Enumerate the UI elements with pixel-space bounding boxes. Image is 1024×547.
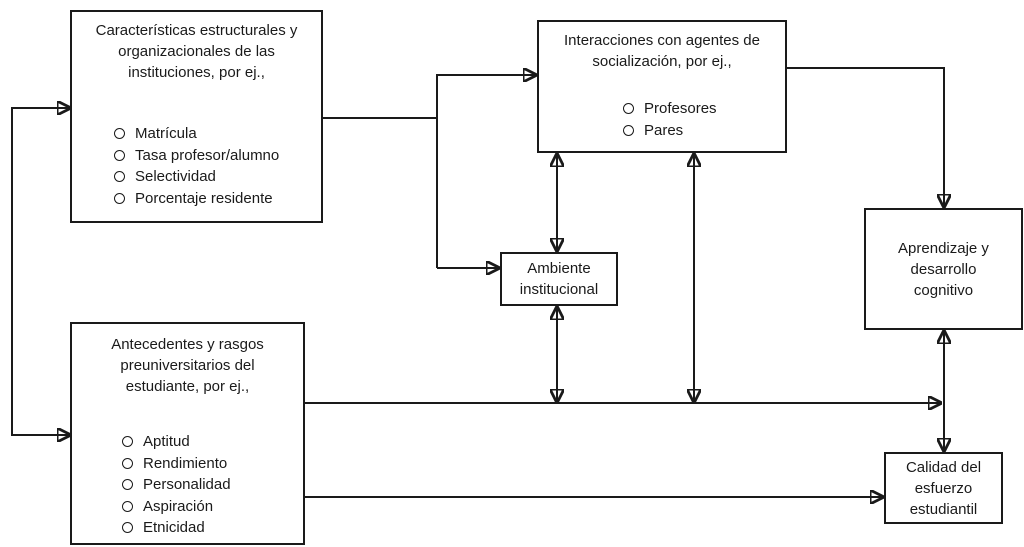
box-learning-cognitive-development: Aprendizaje y desarrollo cognitivo xyxy=(864,208,1023,330)
list-item: Personalidad xyxy=(122,474,303,496)
box-title: Ambiente institucional xyxy=(520,258,598,300)
bullet-list: Profesores Pares xyxy=(623,98,785,141)
list-item-label: Pares xyxy=(644,121,684,139)
circle-bullet-icon xyxy=(122,457,133,469)
list-item-label: Selectividad xyxy=(135,168,216,186)
list-item-label: Etnicidad xyxy=(143,519,205,537)
connector-institutions-to-interactions xyxy=(436,75,535,268)
circle-bullet-icon xyxy=(623,124,634,136)
list-item: Etnicidad xyxy=(122,517,303,539)
box-title: Calidad del esfuerzo estudiantil xyxy=(906,457,981,520)
box-quality-of-student-effort: Calidad del esfuerzo estudiantil xyxy=(884,452,1003,524)
title-line: Características estructurales y xyxy=(95,22,298,39)
list-item-label: Tasa profesor/alumno xyxy=(135,146,280,164)
bullet-list: Aptitud Rendimiento Personalidad Aspirac… xyxy=(122,431,303,539)
list-item: Aspiración xyxy=(122,496,303,518)
title-line: organizacionales de las xyxy=(118,43,275,60)
title-line: instituciones, por ej., xyxy=(128,64,265,81)
box-socialization-interactions: Interacciones con agentes de socializaci… xyxy=(537,20,787,153)
box-title: Aprendizaje y desarrollo cognitivo xyxy=(898,238,989,301)
title-line: Interacciones con agentes de xyxy=(564,32,760,49)
list-item: Tasa profesor/alumno xyxy=(114,145,321,167)
title-line: estudiante, por ej., xyxy=(125,378,250,395)
list-item: Rendimiento xyxy=(122,453,303,475)
circle-bullet-icon xyxy=(623,103,634,115)
title-line: estudiantil xyxy=(909,500,978,518)
title-line: institucional xyxy=(519,281,599,298)
bullet-list: Matrícula Tasa profesor/alumno Selectivi… xyxy=(114,123,321,209)
circle-bullet-icon xyxy=(122,522,133,534)
title-line: cognitivo xyxy=(913,281,974,299)
title-line: desarrollo xyxy=(910,260,977,278)
circle-bullet-icon xyxy=(114,128,125,140)
box-student-background: Antecedentes y rasgos preuniversitarios … xyxy=(70,322,305,545)
box-title: Interacciones con agentes de socializaci… xyxy=(539,22,785,72)
list-item-label: Aptitud xyxy=(143,433,190,451)
list-item: Aptitud xyxy=(122,431,303,453)
box-title: Antecedentes y rasgos preuniversitarios … xyxy=(72,324,303,397)
title-line: Ambiente xyxy=(527,260,591,277)
list-item-label: Porcentaje residente xyxy=(135,189,273,207)
list-item: Pares xyxy=(623,120,785,142)
circle-bullet-icon xyxy=(114,192,125,204)
circle-bullet-icon xyxy=(122,500,133,512)
list-item-label: Aspiración xyxy=(143,497,214,515)
list-item-label: Rendimiento xyxy=(143,454,228,472)
title-line: preuniversitarios del xyxy=(120,357,255,374)
title-line: Aprendizaje y xyxy=(898,239,989,257)
circle-bullet-icon xyxy=(122,436,133,448)
title-line: Calidad del xyxy=(905,458,982,476)
title-line: Antecedentes y rasgos xyxy=(111,336,264,353)
connector-institutions-student-mutual xyxy=(11,108,69,435)
box-institutional-characteristics: Características estructurales y organiza… xyxy=(70,10,323,223)
list-item: Selectividad xyxy=(114,166,321,188)
list-item: Profesores xyxy=(623,98,785,120)
list-item-label: Matrícula xyxy=(135,125,197,143)
list-item: Porcentaje residente xyxy=(114,188,321,210)
box-institutional-environment: Ambiente institucional xyxy=(500,252,618,306)
circle-bullet-icon xyxy=(114,171,125,183)
circle-bullet-icon xyxy=(114,149,125,161)
circle-bullet-icon xyxy=(122,479,133,491)
list-item-label: Profesores xyxy=(644,100,717,118)
box-title: Características estructurales y organiza… xyxy=(72,12,321,83)
list-item-label: Personalidad xyxy=(143,476,231,494)
list-item: Matrícula xyxy=(114,123,321,145)
title-line: esfuerzo xyxy=(914,479,973,497)
connector-interactions-to-learning xyxy=(787,67,944,206)
title-line: socialización, por ej., xyxy=(592,53,732,70)
